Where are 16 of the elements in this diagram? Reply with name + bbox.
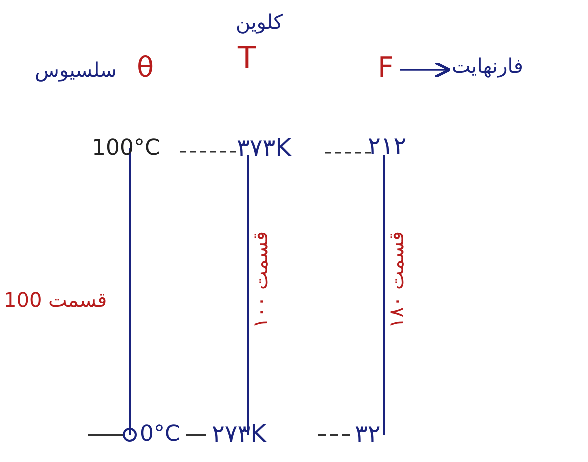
temperature-value: 100°C [92,138,160,160]
temperature-value: ۳۲ [355,422,381,446]
temperature-value: ۳۷۳K [237,136,292,160]
division-count: ۱۸۰ قسمت [386,231,407,329]
scale-symbol: T [238,44,256,74]
scale-symbol: θ [137,54,154,82]
division-count: 100 قسمت [4,290,108,310]
arrow [400,61,452,79]
temperature-value: 0°C [140,424,180,446]
scale-symbol: F [378,54,394,82]
division-count: ۱۰۰ قسمت [250,231,271,329]
temperature-value: ۲۷۳K [212,422,266,446]
temperature-value: ۲۱۲ [368,134,407,158]
scale-name: سلسیوس [35,60,118,80]
scale-name: فارنهایت [452,56,524,76]
scale-name: کلوین [236,12,284,32]
